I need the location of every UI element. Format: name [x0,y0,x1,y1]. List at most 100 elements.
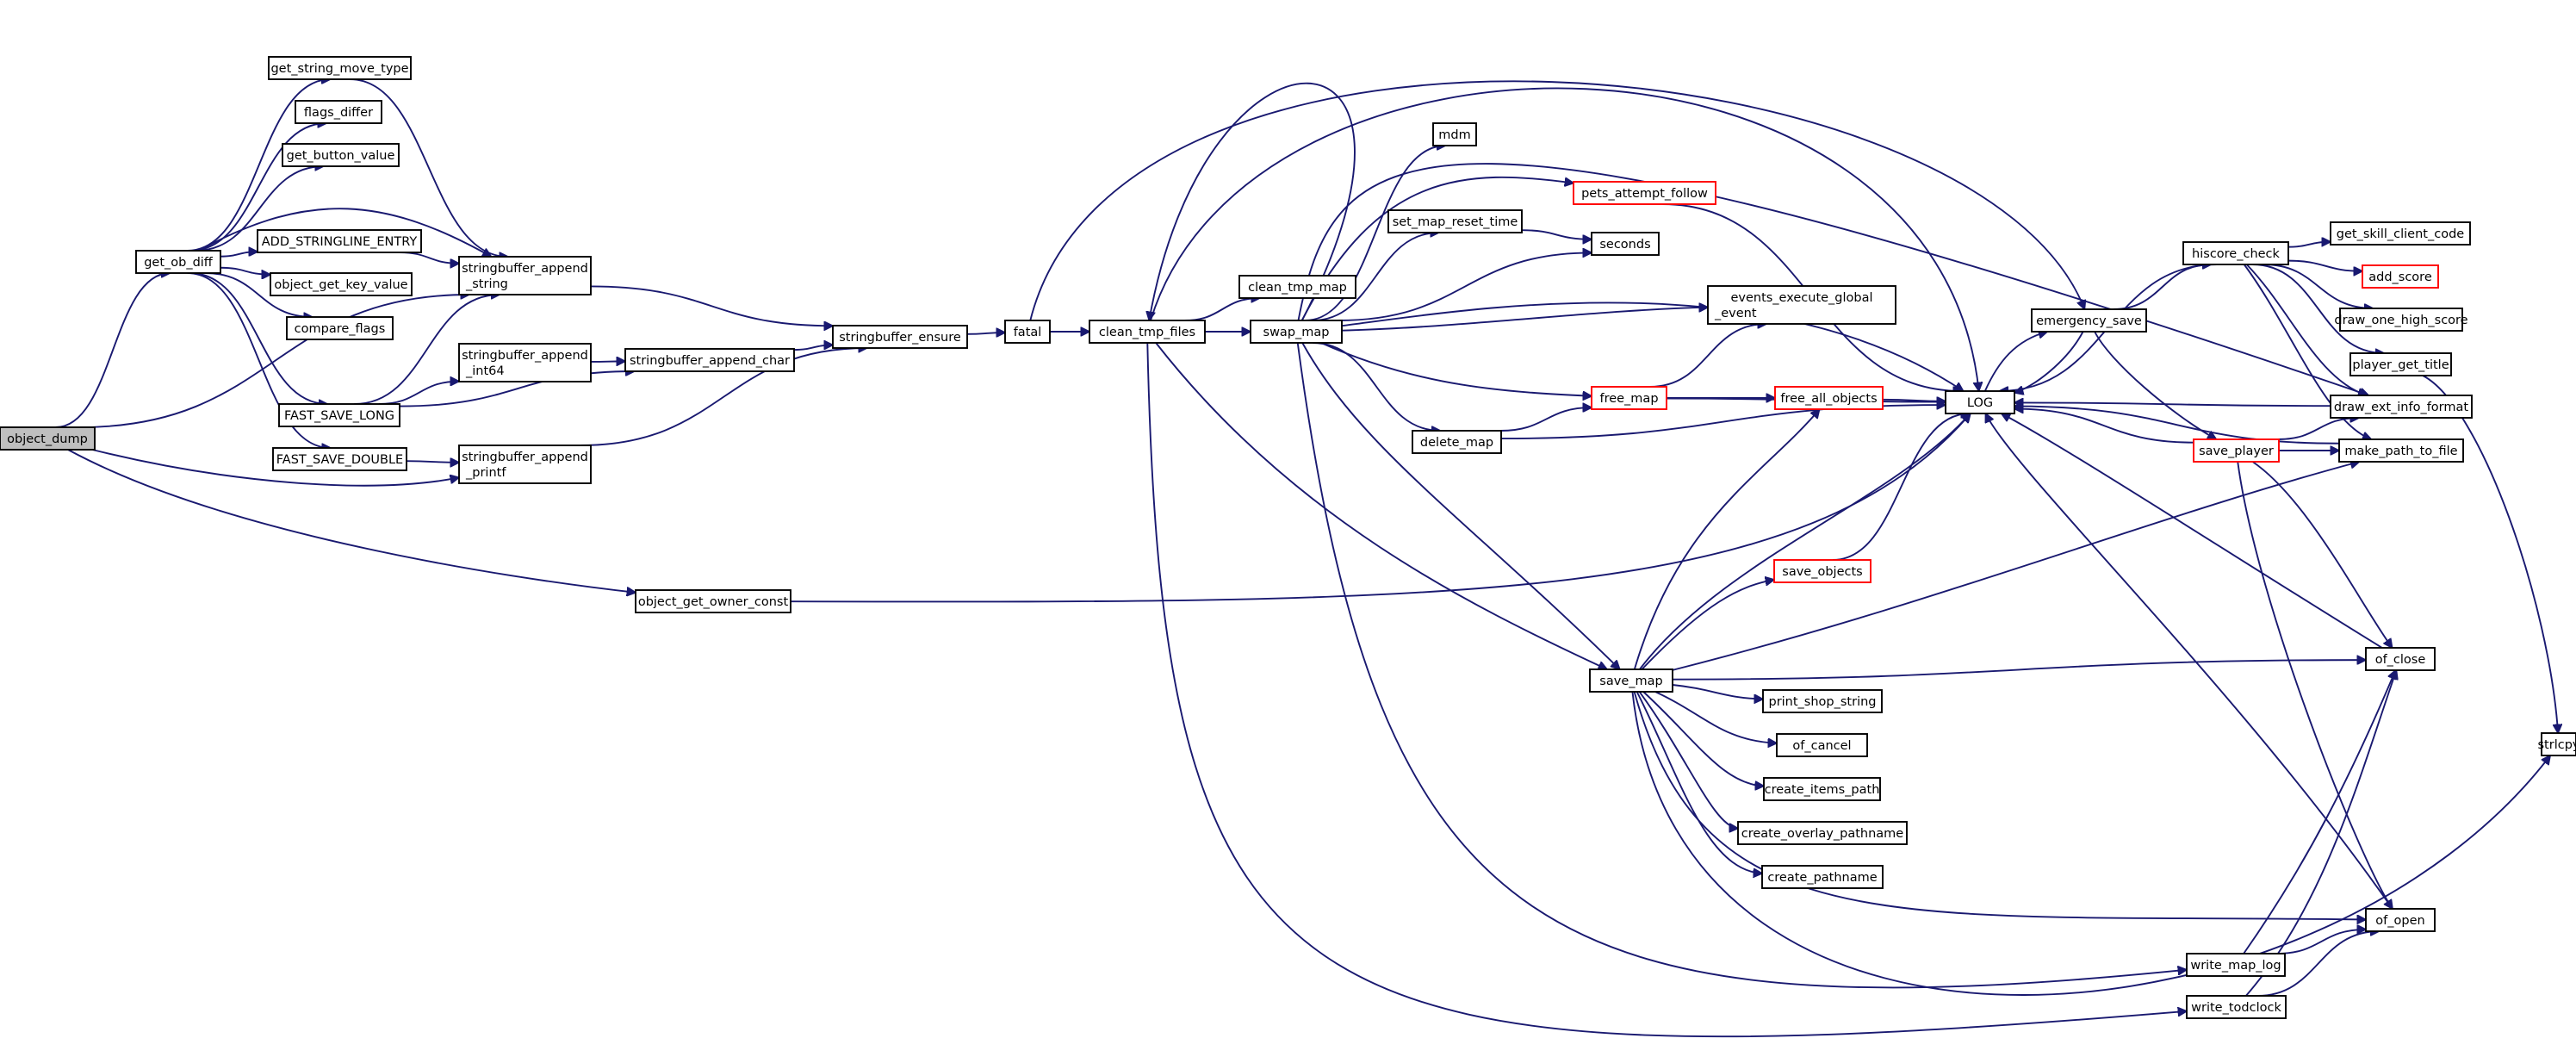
node-box[interactable] [1773,559,1871,583]
node-box[interactable] [1761,865,1884,889]
node-box[interactable] [2182,241,2289,265]
node-box[interactable] [1591,386,1667,410]
node-create-pathname[interactable]: create_pathname [1761,865,1884,889]
node-flags-differ[interactable]: flags_differ [295,100,382,124]
node-box[interactable] [624,348,795,372]
node-create-items-path[interactable]: create_items_path [1763,777,1881,801]
node-free-all-objects[interactable]: free_all_objects [1774,386,1884,410]
node-box[interactable] [832,325,968,349]
node-of-cancel[interactable]: of_cancel [1776,733,1868,757]
node-save-player[interactable]: save_player [2193,438,2280,463]
node-box[interactable] [1089,320,1206,344]
node-box[interactable] [278,403,400,427]
node-events-execute-global-event[interactable]: events_execute_global_event [1707,285,1896,325]
node-emergency-save[interactable]: emergency_save [2031,308,2147,333]
node-box[interactable] [1762,689,1883,713]
node-fast-save-double[interactable]: FAST_SAVE_DOUBLE [272,447,407,471]
node-box[interactable] [2330,221,2471,246]
node-box[interactable] [1573,181,1716,205]
node-box[interactable] [272,447,407,471]
node-box[interactable] [2365,908,2436,932]
node-box[interactable] [1004,320,1051,344]
node-add-score[interactable]: add_score [2362,264,2439,289]
node-box[interactable] [635,589,791,613]
node-box[interactable] [458,445,592,484]
node-compare-flags[interactable]: compare_flags [286,316,394,340]
node-box[interactable] [2031,308,2147,333]
node-save-map[interactable]: save_map [1589,668,1673,693]
node-stringbuffer-ensure[interactable]: stringbuffer_ensure [832,325,968,349]
node-box[interactable] [286,316,394,340]
node-object-get-owner-const[interactable]: object_get_owner_const [635,589,791,613]
node-delete-map[interactable]: delete_map [1412,430,1502,454]
node-box[interactable] [1591,232,1660,256]
node-get-string-move-type[interactable]: get_string_move_type [268,56,412,80]
node-set-map-reset-time[interactable]: set_map_reset_time [1387,209,1523,233]
node-box[interactable] [2186,995,2287,1019]
node-box[interactable] [2338,438,2464,463]
node-box[interactable] [2362,264,2439,289]
node-create-overlay-pathname[interactable]: create_overlay_pathname [1737,821,1908,845]
node-box[interactable] [282,143,400,167]
node-stringbuffer-append-printf[interactable]: stringbuffer_append_printf [458,445,592,484]
node-stringbuffer-append-char[interactable]: stringbuffer_append_char [624,348,795,372]
node-make-path-to-file[interactable]: make_path_to_file [2338,438,2464,463]
node-box[interactable] [257,229,422,253]
node-get-button-value[interactable]: get_button_value [282,143,400,167]
node-swap-map[interactable]: swap_map [1250,320,1343,344]
node-box[interactable] [1589,668,1673,693]
node-box[interactable] [1763,777,1881,801]
node-box[interactable] [1250,320,1343,344]
node-box[interactable] [268,56,412,80]
node-box[interactable] [458,343,592,382]
node-box[interactable] [2193,438,2280,463]
node-box[interactable] [2186,953,2286,977]
node-strlcpy[interactable]: strlcpy [2538,732,2576,756]
node-object-get-key-value[interactable]: object_get_key_value [270,272,413,296]
node-seconds[interactable]: seconds [1591,232,1660,256]
node-box[interactable] [1776,733,1868,757]
node-box[interactable] [1387,209,1523,233]
node-pets-attempt-follow[interactable]: pets_attempt_follow [1573,181,1716,205]
node-stringbuffer-append-string[interactable]: stringbuffer_append_string [458,256,592,295]
node-player-get-title[interactable]: player_get_title [2349,352,2452,376]
node-box[interactable] [0,426,96,451]
node-save-objects[interactable]: save_objects [1773,559,1871,583]
node-box[interactable] [1737,821,1908,845]
node-write-todclock[interactable]: write_todclock [2186,995,2287,1019]
node-box[interactable] [458,256,592,295]
node-object-dump[interactable]: object_dump [0,426,96,451]
node-get-ob-diff[interactable]: get_ob_diff [135,250,221,274]
node-stringbuffer-append-int64[interactable]: stringbuffer_append_int64 [458,343,592,382]
node-box[interactable] [1412,430,1502,454]
node-of-close[interactable]: of_close [2365,647,2436,671]
node-box[interactable] [1238,275,1356,299]
node-fast-save-long[interactable]: FAST_SAVE_LONG [278,403,400,427]
node-box[interactable] [2365,647,2436,671]
node-box[interactable] [295,100,382,124]
node-write-map-log[interactable]: write_map_log [2186,953,2286,977]
node-box[interactable] [1707,285,1896,325]
node-of-open[interactable]: of_open [2365,908,2436,932]
node-clean-tmp-files[interactable]: clean_tmp_files [1089,320,1206,344]
node-mdm[interactable]: mdm [1432,122,1477,146]
node-clean-tmp-map[interactable]: clean_tmp_map [1238,275,1356,299]
node-box[interactable] [1774,386,1884,410]
node-box[interactable] [2330,395,2473,419]
node-draw-ext-info-format[interactable]: draw_ext_info_format [2330,395,2473,419]
node-print-shop-string[interactable]: print_shop_string [1762,689,1883,713]
node-box[interactable] [270,272,413,296]
node-box[interactable] [2541,732,2576,756]
node-box[interactable] [2339,308,2463,332]
node-box[interactable] [1945,390,2015,414]
node-box[interactable] [1432,122,1477,146]
node-get-skill-client-code[interactable]: get_skill_client_code [2330,221,2471,246]
node-box[interactable] [135,250,221,274]
node-box[interactable] [2349,352,2452,376]
node-log[interactable]: LOG [1945,390,2015,414]
node-free-map[interactable]: free_map [1591,386,1667,410]
node-fatal[interactable]: fatal [1004,320,1051,344]
node-hiscore-check[interactable]: hiscore_check [2182,241,2289,265]
node-draw-one-high-score[interactable]: draw_one_high_score [2334,308,2468,332]
node-add-stringline-entry[interactable]: ADD_STRINGLINE_ENTRY [257,229,422,253]
